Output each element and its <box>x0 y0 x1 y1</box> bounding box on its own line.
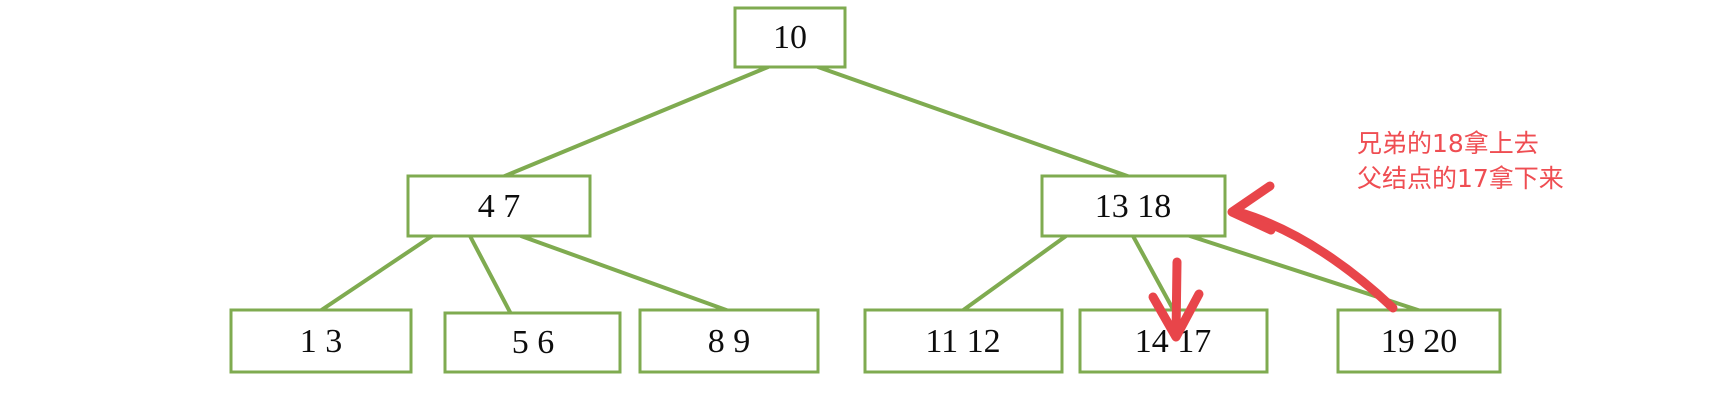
node-leaf-1-3[interactable]: 1 3 <box>229 308 413 374</box>
edge-root-left <box>498 65 770 180</box>
annotation-arrows <box>1148 181 1398 342</box>
node-leaf4-label: 11 12 <box>925 323 1000 360</box>
node-root-label: 10 <box>773 19 807 56</box>
down-arrow-head-icon <box>1148 289 1204 342</box>
node-right-label: 13 18 <box>1095 188 1172 225</box>
node-leaf-5-6[interactable]: 5 6 <box>443 311 622 374</box>
curved-arrow-head-icon <box>1227 181 1276 235</box>
edge-left-leaf2 <box>468 234 513 316</box>
node-left-internal[interactable]: 4 7 <box>406 174 592 238</box>
node-left-box <box>406 174 592 238</box>
node-right-internal[interactable]: 13 18 <box>1040 174 1227 238</box>
tree-edges <box>318 65 1423 316</box>
edge-left-leaf1 <box>318 234 434 313</box>
node-leaf3-box <box>638 308 820 374</box>
node-leaf1-label: 1 3 <box>300 323 343 360</box>
node-leaf3-label: 8 9 <box>708 323 751 360</box>
node-root-box <box>733 6 847 69</box>
curved-arrow-to-parent-icon <box>1233 207 1398 313</box>
tree-nodes: 10 4 7 13 18 1 3 5 6 8 9 <box>229 6 1502 374</box>
node-left-label: 4 7 <box>478 188 521 225</box>
node-leaf4-box <box>863 308 1064 374</box>
node-leaf2-label: 5 6 <box>512 324 555 361</box>
node-leaf2-box <box>443 311 622 374</box>
node-leaf-8-9[interactable]: 8 9 <box>638 308 820 374</box>
down-arrow-to-leaf-icon <box>1171 257 1182 341</box>
annotation-line-1: 兄弟的18拿上去 <box>1357 129 1539 158</box>
node-leaf-19-20[interactable]: 19 20 <box>1336 308 1502 374</box>
node-leaf6-label: 19 20 <box>1381 323 1458 360</box>
edge-right-leaf5 <box>1131 234 1176 313</box>
edge-left-leaf3 <box>519 234 731 313</box>
annotation-line-2: 父结点的17拿下来 <box>1357 164 1564 193</box>
edge-root-right <box>816 65 1135 180</box>
node-leaf6-box <box>1336 308 1502 374</box>
node-right-box <box>1040 174 1227 238</box>
node-leaf1-box <box>229 308 413 374</box>
edge-right-leaf4 <box>960 234 1068 313</box>
node-leaf-11-12[interactable]: 11 12 <box>863 308 1064 374</box>
annotation-text: 兄弟的18拿上去 父结点的17拿下来 <box>1357 129 1564 193</box>
node-root[interactable]: 10 <box>733 6 847 69</box>
